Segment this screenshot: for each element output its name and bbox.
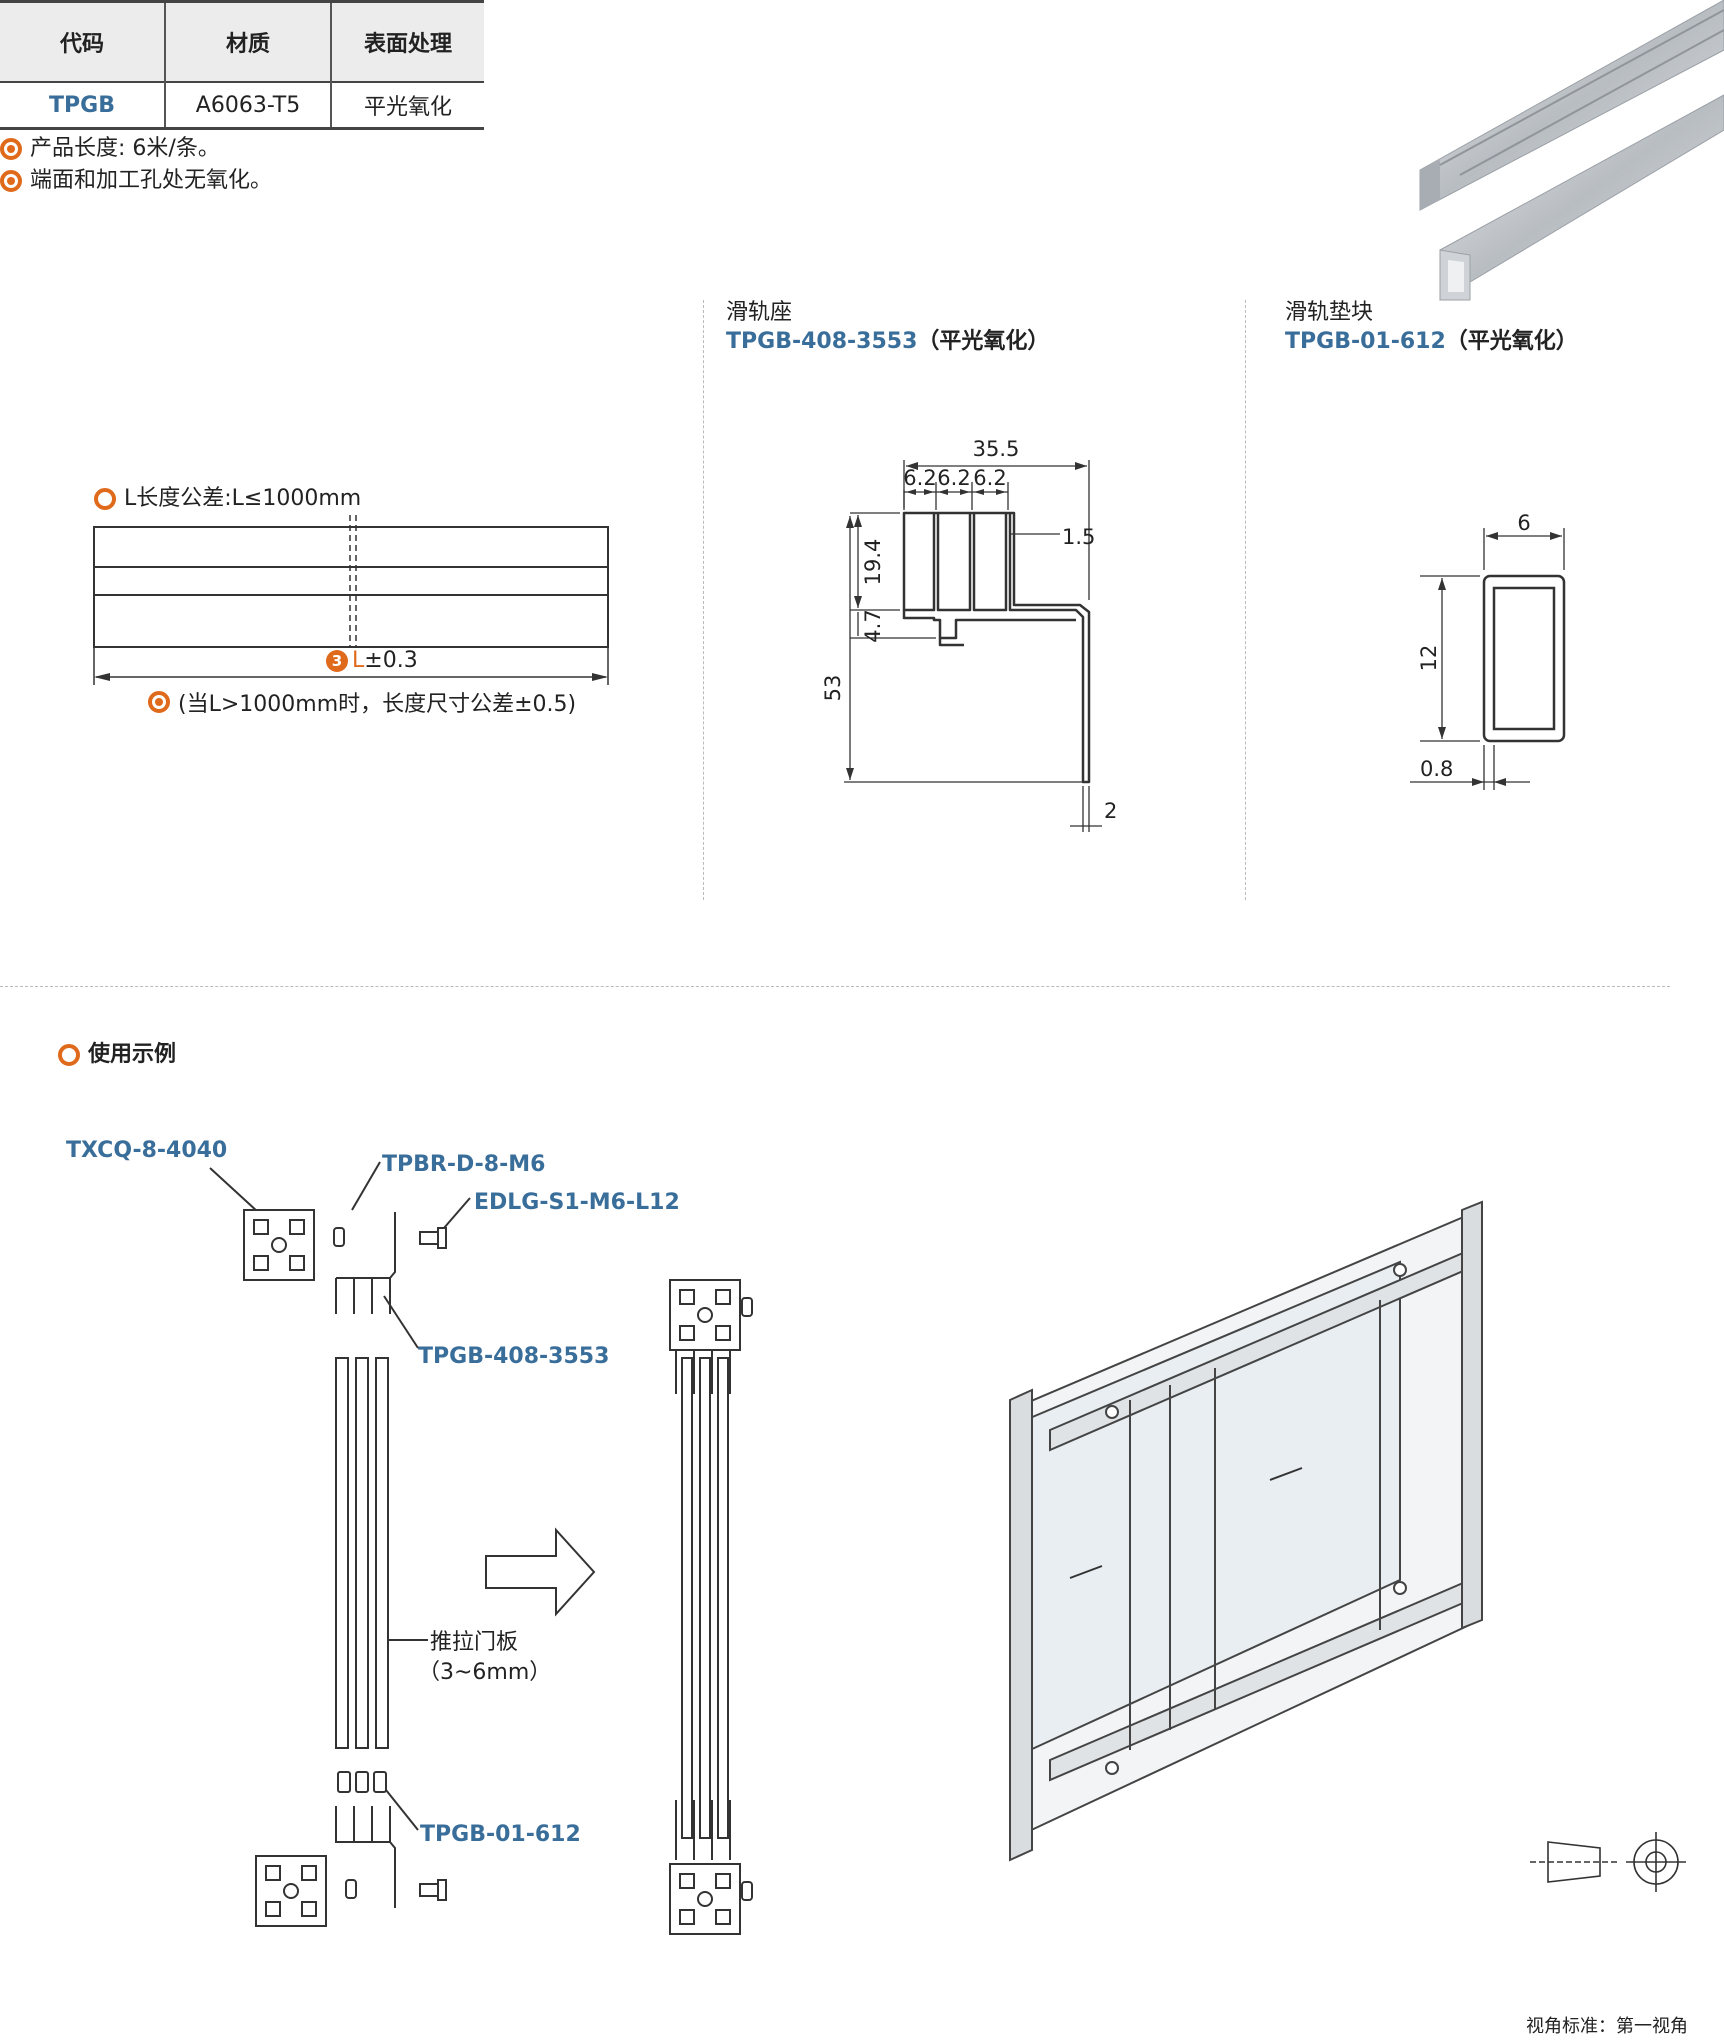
part-seat-label: TPGB-408-3553 [418, 1344, 610, 1369]
dim-pad-width: 6 [1517, 511, 1530, 535]
tolerance-title: L长度公差:L≤1000mm [94, 484, 361, 514]
bullet-icon [148, 691, 170, 713]
dim-slot2: 6.2 [937, 466, 970, 490]
rail-seat-name: 滑轨座 [726, 300, 793, 325]
rail-pad-name: 滑轨垫块 [1285, 300, 1374, 325]
dim-height: 53 [821, 675, 845, 702]
panel-range: （3~6mm） [418, 1660, 552, 1685]
divider-vertical [1245, 300, 1246, 900]
cell-code: TPGB [0, 82, 166, 129]
rail-seat-code-line: TPGB-408-3553（平光氧化） [726, 329, 1050, 354]
view-standard: 视角标准：第一视角 [1526, 2016, 1688, 2037]
length-note: (当L>1000mm时，长度尺寸公差±0.5) [148, 686, 576, 718]
dim-slot3: 6.2 [973, 466, 1006, 490]
divider-vertical [703, 300, 704, 900]
note-oxidation: 端面和加工孔处无氧化。 [0, 166, 272, 196]
dim-depth: 19.4 [861, 539, 885, 586]
product-render-image [1419, 0, 1724, 301]
ring-bullet-icon [58, 1044, 80, 1066]
part-pad-label: TPGB-01-612 [420, 1822, 581, 1847]
dim-pad-height: 12 [1417, 645, 1441, 672]
length-drawing [93, 515, 609, 685]
part-profile-label: TXCQ-8-4040 [66, 1138, 228, 1163]
dim-slot1: 6.2 [903, 466, 936, 490]
rail-seat-drawing: 35.5 6.2 6.2 6.2 1.5 19.4 4.7 53 2 [821, 437, 1117, 832]
dim-step: 4.7 [861, 609, 885, 642]
usage-title: 使用示例 [58, 1040, 176, 1070]
part-nut-label: TPBR-D-8-M6 [382, 1152, 546, 1177]
spec-table: 代码 材质 表面处理 TPGB A6063-T5 平光氧化 [0, 0, 484, 130]
header-code: 代码 [0, 1, 166, 82]
cell-material: A6063-T5 [165, 82, 332, 129]
dim-wall: 1.5 [1062, 525, 1095, 549]
rail-pad-code-line: TPGB-01-612（平光氧化） [1285, 329, 1578, 354]
header-material: 材质 [165, 1, 332, 82]
bullet-icon [0, 170, 22, 192]
dim-width: 35.5 [973, 437, 1020, 461]
divider-horizontal [0, 986, 1670, 987]
dim-pad-thick: 0.8 [1420, 757, 1453, 781]
panel-label: 推拉门板 [430, 1630, 519, 1655]
ring-bullet-icon [94, 488, 116, 510]
rail-pad-drawing: 6 12 0.8 [1410, 511, 1566, 790]
dim-thick: 2 [1104, 799, 1117, 823]
part-screw-label: EDLG-S1-M6-L12 [474, 1190, 680, 1215]
note-length: 产品长度: 6米/条。 [0, 134, 220, 164]
cell-finish: 平光氧化 [363, 95, 452, 120]
bullet-icon [0, 138, 22, 160]
usage-drawing [209, 1161, 1686, 1935]
header-finish: 表面处理 [331, 1, 484, 82]
